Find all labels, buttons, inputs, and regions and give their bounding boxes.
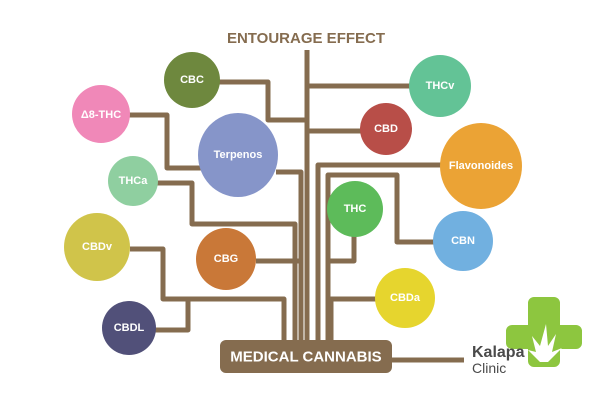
line-flavonoides bbox=[315, 162, 441, 340]
node-thc: THC bbox=[327, 181, 383, 237]
line-cbdv bbox=[130, 246, 287, 340]
node-cbd: CBD bbox=[360, 103, 412, 155]
line-cbc bbox=[218, 79, 307, 123]
node-circle bbox=[409, 55, 471, 117]
node-circle bbox=[72, 85, 130, 143]
node-thca: THCa bbox=[108, 156, 158, 206]
node-cbc: CBC bbox=[164, 52, 220, 108]
node-circle bbox=[102, 301, 156, 355]
connector-lines bbox=[129, 50, 464, 363]
node-cbda: CBDa bbox=[375, 268, 435, 328]
line-cbn bbox=[325, 172, 434, 340]
node-terpenos: Terpenos bbox=[198, 113, 278, 197]
node-cbg: CBG bbox=[196, 228, 256, 290]
logo-subtitle: Clinic bbox=[472, 360, 506, 376]
node-circle bbox=[164, 52, 220, 108]
root-box-bg bbox=[220, 340, 392, 373]
cannabis-leaf-icon bbox=[528, 324, 562, 362]
line-d8thc bbox=[129, 112, 202, 171]
node-label: CBDa bbox=[390, 292, 421, 304]
node-circle bbox=[433, 211, 493, 271]
node-circle bbox=[440, 123, 522, 209]
node-label: CBN bbox=[451, 235, 475, 247]
node-cbdl: CBDL bbox=[102, 301, 156, 355]
node-circle bbox=[360, 103, 412, 155]
node-flavonoides: Flavonoides bbox=[440, 123, 522, 209]
node-thcv: THCv bbox=[409, 55, 471, 117]
node-cbn: CBN bbox=[433, 211, 493, 271]
logo-name: Kalapa bbox=[472, 344, 525, 361]
node-label: CBC bbox=[180, 74, 204, 86]
node-label: THC bbox=[344, 203, 367, 215]
root-label: MEDICAL CANNABIS bbox=[230, 349, 381, 366]
root-box: MEDICAL CANNABIS bbox=[220, 340, 392, 373]
node-d8thc: Δ8-THC bbox=[72, 85, 130, 143]
line-cbda bbox=[328, 296, 376, 340]
node-cbdv: CBDv bbox=[64, 213, 130, 281]
node-circle bbox=[198, 113, 278, 197]
node-circle bbox=[64, 213, 130, 281]
node-label: CBDv bbox=[82, 241, 113, 253]
line-thc bbox=[328, 236, 357, 264]
node-circle bbox=[375, 268, 435, 328]
line-cbdl bbox=[155, 299, 191, 333]
node-label: THCv bbox=[426, 80, 456, 92]
node-circle bbox=[108, 156, 158, 206]
kalapa-clinic-logo: Kalapa Clinic bbox=[472, 297, 582, 376]
diagram-title: ENTOURAGE EFFECT bbox=[227, 30, 385, 47]
node-circle bbox=[196, 228, 256, 290]
node-label: THCa bbox=[119, 175, 149, 187]
node-label: Δ8-THC bbox=[81, 109, 121, 121]
node-label: Flavonoides bbox=[449, 160, 513, 172]
node-circle bbox=[327, 181, 383, 237]
node-label: CBD bbox=[374, 123, 398, 135]
line-terpenos bbox=[276, 169, 304, 340]
node-label: CBDL bbox=[114, 322, 145, 334]
node-label: Terpenos bbox=[214, 149, 263, 161]
node-label: CBG bbox=[214, 253, 238, 265]
